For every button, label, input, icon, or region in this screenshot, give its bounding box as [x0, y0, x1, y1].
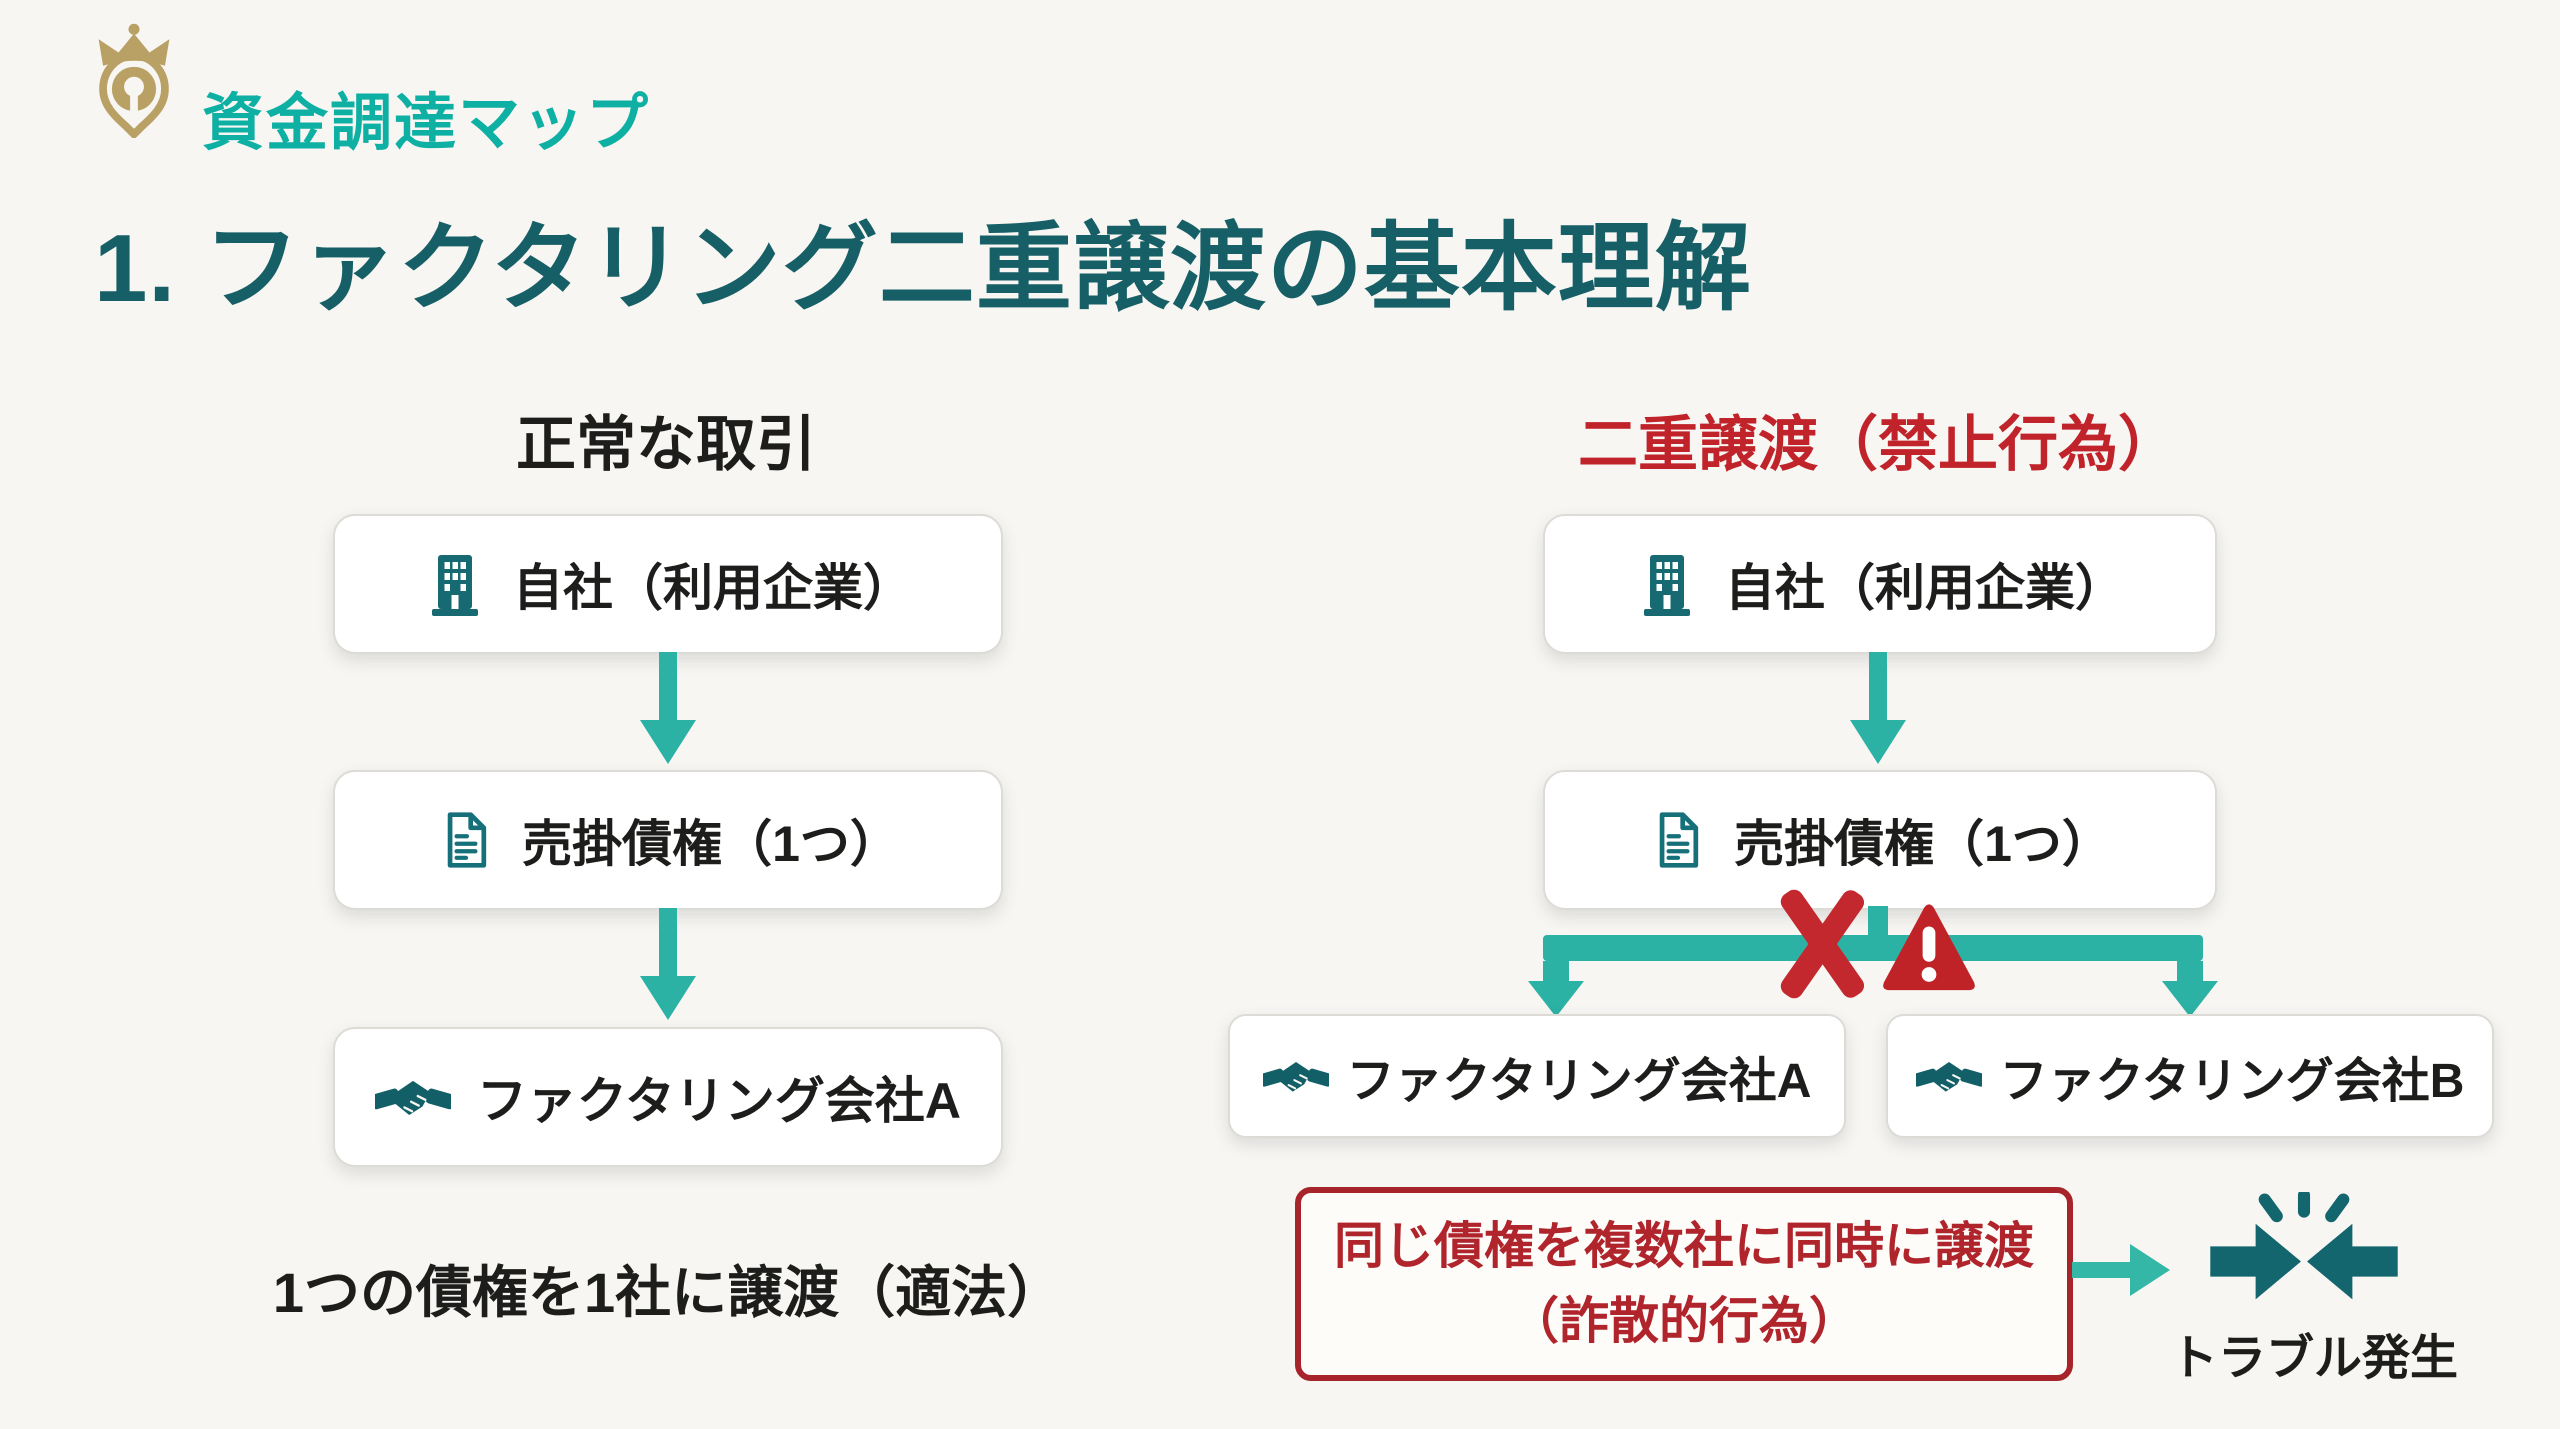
- page-title: 1. ファクタリング二重譲渡の基本理解: [94, 215, 1752, 322]
- warning-note-line1: 同じ債権を複数社に同時に譲渡: [1334, 1218, 2034, 1274]
- arrow-right: [2072, 1262, 2130, 1278]
- brand-name: 資金調達マップ: [202, 89, 651, 158]
- handshake-icon: [1915, 1054, 1982, 1098]
- left-column-header: 正常な取引: [516, 411, 816, 478]
- collision-icon: [2204, 1192, 2404, 1322]
- node-label: ファクタリング会社A: [476, 1073, 962, 1129]
- warning-triangle-icon: [1880, 898, 1978, 1000]
- warning-note-box: 同じ債権を複数社に同時に譲渡 （詐散的行為）: [1295, 1187, 2073, 1381]
- building-icon: [1635, 552, 1699, 616]
- warning-note-line2: （詐散的行為）: [1509, 1293, 1859, 1349]
- right-node-company: 自社（利用企業）: [1543, 514, 2217, 654]
- right-node-factoring-a: ファクタリング会社A: [1228, 1014, 1846, 1138]
- right-node-receivable: 売掛債権（1つ）: [1543, 770, 2217, 910]
- left-node-company: 自社（利用企業）: [333, 514, 1003, 654]
- handshake-icon: [374, 1072, 451, 1122]
- flow-arrow-down: [640, 652, 696, 764]
- arrow-right-head: [2130, 1244, 2170, 1296]
- handshake-icon: [1262, 1054, 1329, 1098]
- branch-connector-bar: [1543, 935, 2203, 961]
- node-label: ファクタリング会社A: [1346, 1055, 1812, 1108]
- left-node-factoring-a: ファクタリング会社A: [333, 1027, 1003, 1167]
- trouble-result-label: トラブル発生: [2169, 1332, 2458, 1385]
- node-label: 自社（利用企業）: [1725, 560, 2125, 616]
- document-icon: [1648, 810, 1708, 870]
- right-node-factoring-b: ファクタリング会社B: [1886, 1014, 2494, 1138]
- node-label: 売掛債権（1つ）: [522, 816, 900, 872]
- node-label: 売掛債権（1つ）: [1734, 816, 2112, 872]
- brand-crown-pin-icon: [92, 20, 176, 138]
- flow-arrow-down: [1850, 652, 1906, 764]
- left-flow-caption: 1つの債権を1社に譲渡（適法）: [272, 1261, 1064, 1324]
- node-label: ファクタリング会社B: [1999, 1055, 2465, 1108]
- node-label: 自社（利用企業）: [513, 560, 913, 616]
- building-icon: [423, 552, 487, 616]
- right-column-header: 二重譲渡（禁止行為）: [1578, 411, 2178, 478]
- branch-arrowhead: [1528, 981, 1584, 1017]
- document-icon: [436, 810, 496, 870]
- cross-mark-icon: [1770, 888, 1874, 1000]
- branch-connector: [1543, 961, 1569, 981]
- flow-arrow-down: [640, 908, 696, 1020]
- branch-arrowhead: [2162, 981, 2218, 1017]
- branch-connector: [2177, 961, 2203, 981]
- left-node-receivable: 売掛債権（1つ）: [333, 770, 1003, 910]
